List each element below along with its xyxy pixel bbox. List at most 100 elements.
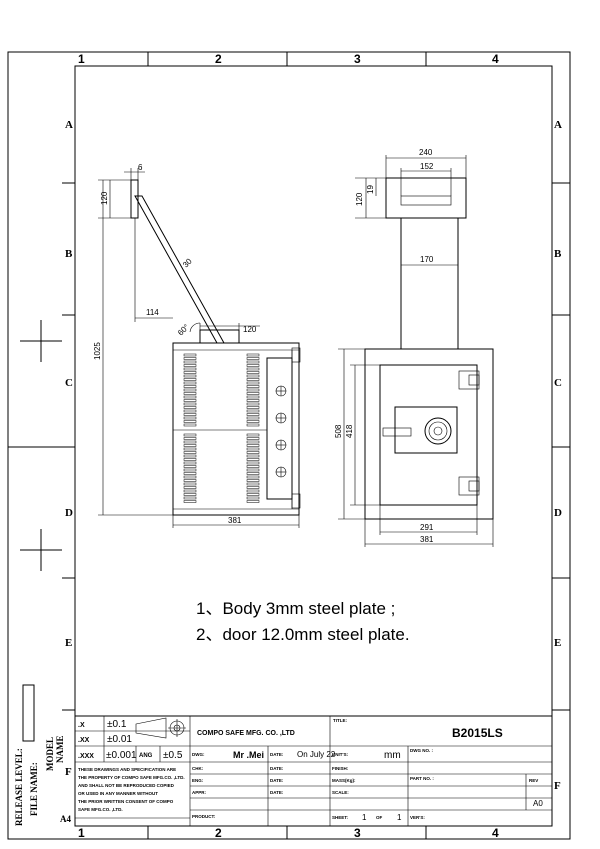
disclaimer-line: AND SHALL NOT BE REPRODUCED COPIED [78,783,175,788]
company-name: COMPO SAFE MFG. CO. ,LTD [197,730,295,737]
date-label: DATE: [270,766,284,771]
unit-value: mm [384,750,401,761]
dial-icon [424,417,452,445]
col-label: 3 [354,826,361,840]
vent-slot [183,461,197,465]
vent-slot [246,479,260,482]
vent-slot [183,402,197,406]
vent-slot [246,482,260,486]
eng-label: ENG: [192,778,204,783]
vent-slot [183,475,197,479]
dim-inner-width: 152 [420,162,434,171]
rev-label: REV [529,778,538,783]
angle-label: ANG [139,753,153,759]
chk-label: CHK: [192,766,204,771]
row-label: C [554,377,562,389]
vent-slot [246,353,260,357]
vent-slot [183,367,197,371]
vent-slot [246,461,260,465]
note-line: 2、door 12.0mm steel plate. [196,625,410,644]
vent-slot [246,416,260,420]
dim-offset: 114 [146,308,159,317]
vent-slot [183,500,197,503]
date-label: DATE: [270,790,284,795]
col-label: 1 [78,52,85,66]
vent-slot [246,458,260,461]
vent-slot [246,433,260,437]
row-label: B [554,248,562,260]
vent-slot [183,357,197,360]
vent-slot [183,385,197,388]
vent-slot [183,437,197,440]
vent-slot [183,451,197,454]
vent-slot [246,423,260,427]
dwg-label: DWG: [192,752,205,757]
vent-slot [183,388,197,392]
safe-door [379,364,478,506]
angle-value: ±0.5 [163,750,183,761]
col-label: 2 [215,826,222,840]
vent-slot [183,381,197,385]
tol-value: ±0.1 [107,719,127,730]
vent-slot [246,451,260,454]
dim-base: 120 [243,325,257,334]
vent-slot [183,420,197,423]
disclaimer-line: THESE DRAWINGS AND SPECIFICATION ARE [78,767,176,772]
tol-code: .XXX [78,753,94,760]
row-label: B [65,248,73,260]
tol-code: .X [78,722,85,729]
vent-slot [183,374,197,378]
safe-body-front [364,348,494,520]
vent-slot [246,357,260,360]
sheet-label: SHEET: [332,815,349,820]
base-mount [199,329,240,344]
ver-label: VER'S: [410,815,425,820]
door-handle [382,427,412,437]
row-label: A [554,119,562,131]
vent-slot [246,360,260,364]
date-label: DATE: [270,752,284,757]
dim-body-height: 508 [334,424,343,438]
vent-slot [183,371,197,374]
dim-width: 381 [228,516,242,525]
appr-label: APPR: [192,790,207,795]
row-label: D [554,507,562,519]
row-label: E [65,637,72,649]
vent-slot [183,413,197,416]
vent-slot [183,482,197,486]
tol-value: ±0.01 [107,734,132,745]
tol-value: ±0.001 [106,750,137,761]
outer-frame [7,51,571,840]
product-label: PRODUCT: [192,814,216,819]
vent-slot [246,385,260,388]
vent-slot [246,392,260,395]
safe-body-side [172,342,300,516]
column-ticks [147,52,427,839]
disclaimer-line: SAFE MFG.CO. ,LTD. [78,807,123,812]
dim-arm-width: 30 [181,256,194,269]
scale-label: SCALE: [332,790,349,795]
vent-slot [183,486,197,489]
rev-value: A0 [533,799,543,808]
title-value: B2015LS [452,726,503,740]
vent-slot [246,409,260,413]
vent-slot [246,395,260,399]
vent-slot [246,371,260,374]
vent-slot [183,493,197,496]
file-name-label: FILE NAME: [29,762,39,816]
disclaimer-line: OR USED IN ANY MANNER WITHOUT [78,791,158,796]
vent-slot [183,472,197,475]
vent-slot [183,399,197,402]
row-label: E [554,637,561,649]
side-view: 120 6 30 114 120 60° 1025 381 [93,163,301,528]
dim-plate-height: 120 [100,191,109,205]
vent-slot [183,409,197,413]
vent-slot [246,420,260,423]
vent-slot [183,406,197,409]
lock-panel [394,406,458,454]
release-level-label: RELEASE LEVEL: [14,748,24,826]
front-view: 240 152 120 19 170 508 418 291 381 [334,148,494,547]
finish-label: FINISH: [332,766,349,771]
vent-slot [183,496,197,500]
vent-slot [246,472,260,475]
